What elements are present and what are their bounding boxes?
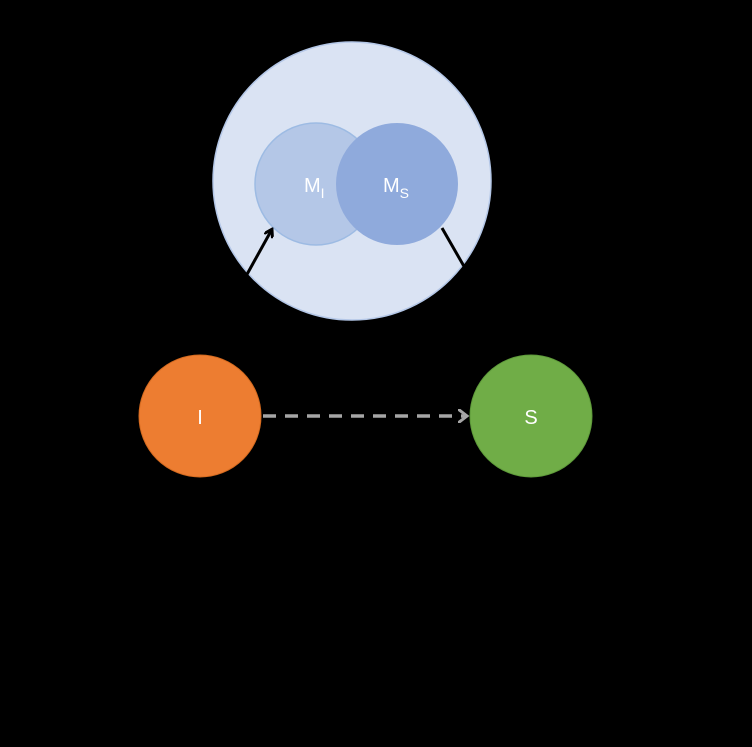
i-node <box>138 354 262 478</box>
m-i-label-main: M <box>304 175 321 197</box>
m-i-label-sub: I <box>321 185 325 201</box>
edge-i-to-m-i <box>202 231 271 353</box>
m-s-label-main: M <box>383 175 400 197</box>
m-s-label: MS <box>383 175 409 201</box>
m-s-node <box>336 123 458 245</box>
edge-m-s-to-s <box>440 227 514 351</box>
i-label: I <box>197 407 203 429</box>
s-label: S <box>524 407 537 429</box>
s-node <box>469 354 593 478</box>
m-i-label: MI <box>304 175 325 201</box>
m-s-label-sub: S <box>400 185 409 201</box>
